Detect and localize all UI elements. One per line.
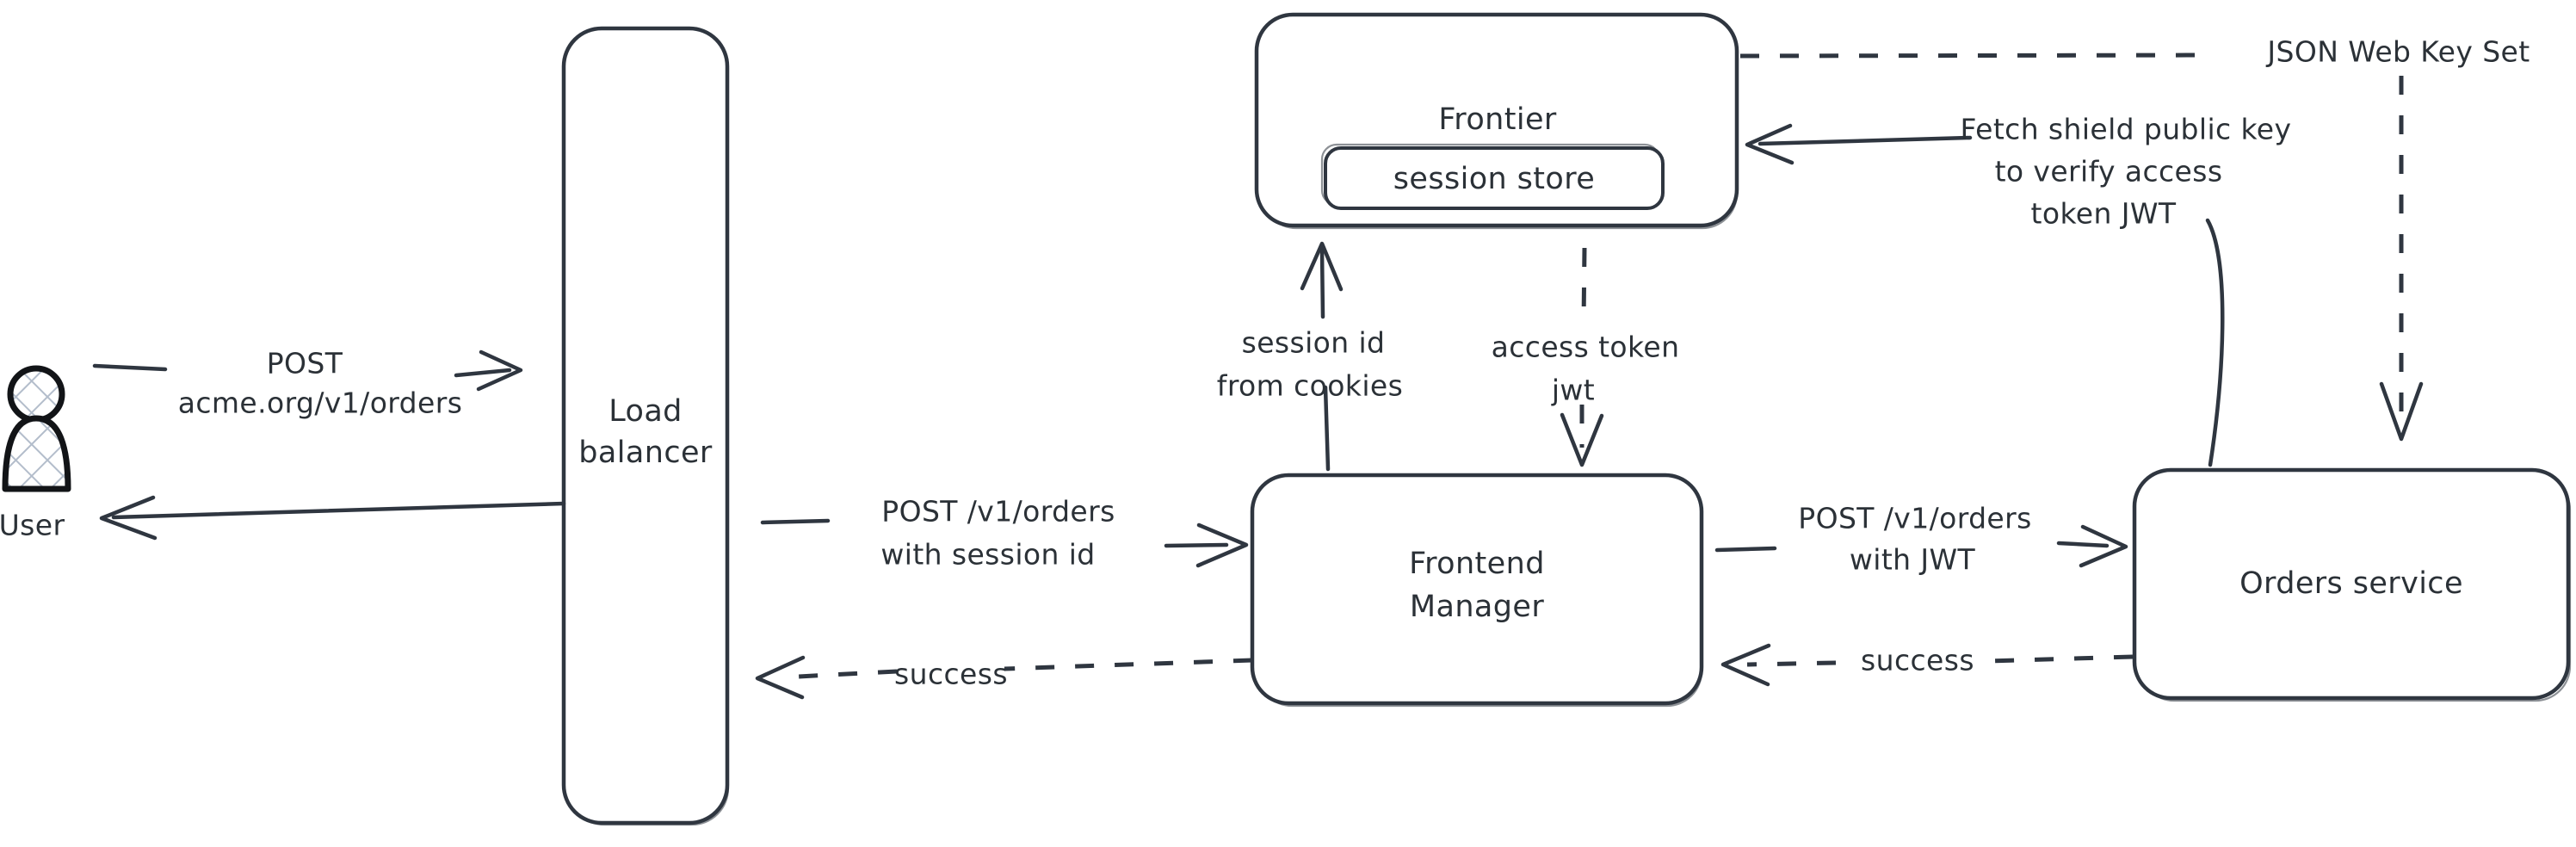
edge-jwks-line-horizontal (1739, 53, 2215, 59)
edge-orders-service-to-frontier: Fetch shield public key to verify access… (1745, 113, 2292, 467)
node-frontend-manager[interactable]: Frontend Manager (1250, 473, 1704, 708)
user-label: User (0, 509, 65, 542)
edge-fm-to-lb-arrowhead (755, 655, 806, 700)
edge-lb-to-fm-line (760, 518, 831, 525)
person-icon-head (7, 365, 65, 424)
frontend-manager-box (1250, 473, 1704, 706)
session-store-label: session store (1393, 162, 1595, 196)
node-orders-service[interactable]: Orders service (2132, 467, 2572, 702)
edge-lb-to-user-line (111, 501, 566, 520)
edge-orders-to-fm-arrowhead (1720, 643, 1771, 687)
edge-fm-to-lb-line-left (781, 669, 898, 680)
edge-frontier-to-frontend-manager: access token jwt (1492, 247, 1680, 467)
edge-fm-to-lb-line-right (1004, 658, 1253, 671)
edge-frontier-to-fm-label-line2: jwt (1551, 374, 1595, 407)
edge-fm-to-frontier-arrowhead (1300, 241, 1344, 292)
edge-frontier-to-fm-arrowhead (1560, 412, 1604, 467)
edge-load-balancer-to-user (99, 495, 566, 541)
edge-jwks-label: JSON Web Key Set (2265, 35, 2530, 69)
edge-frontier-to-fm-line-upper (1581, 247, 1587, 324)
edge-fm-to-frontier-line-lower (1323, 385, 1331, 472)
load-balancer-label-line1: Load (608, 394, 683, 429)
edge-orders-to-frontier-arrowhead (1745, 123, 1795, 165)
edge-jwks-arrowhead (2379, 381, 2424, 442)
edge-orders-to-frontier-riser (2205, 218, 2225, 467)
node-user[interactable]: User (0, 365, 71, 542)
edge-fm-to-orders-line-tail (2056, 541, 2110, 548)
edge-user-to-lb-label-line1: POST (267, 347, 343, 380)
load-balancer-label-line2: balancer (578, 436, 713, 470)
edge-orders-to-frontier-label-line3: token JWT (2031, 197, 2177, 231)
edge-user-to-lb-label-line2: acme.org/v1/orders (178, 386, 463, 420)
edge-user-to-lb-line (92, 363, 168, 372)
edge-frontend-manager-to-frontier: session id from cookies (1217, 241, 1403, 472)
person-icon-body (2, 415, 71, 492)
edge-orders-to-fm-line-left (1746, 660, 1837, 667)
edge-lb-to-fm-label-line2: with session id (880, 538, 1095, 572)
node-load-balancer[interactable]: Load balancer (561, 26, 730, 826)
orders-service-label: Orders service (2239, 566, 2463, 601)
edge-fm-to-orders-line (1714, 546, 1777, 553)
edge-user-to-lb-arrowhead (476, 349, 523, 392)
edge-user-to-load-balancer: POST acme.org/v1/orders (92, 347, 523, 420)
edge-fm-to-orders-label-line1: POST /v1/orders (1798, 502, 2031, 535)
edge-frontend-manager-to-load-balancer: success (755, 655, 1253, 700)
frontend-manager-label-line2: Manager (1410, 590, 1544, 624)
session-store-box (1324, 146, 1665, 210)
edge-orders-service-to-frontend-manager: success (1720, 643, 2134, 687)
edge-lb-to-user-arrowhead (99, 495, 158, 541)
edge-frontier-to-fm-label-line1: access token (1492, 331, 1680, 364)
edge-load-balancer-to-frontend-manager: POST /v1/orders with session id (760, 495, 1249, 572)
edge-frontier-to-orders-service-jwks: JSON Web Key Set (1739, 35, 2530, 442)
edge-orders-to-frontier-label-line1: Fetch shield public key (1961, 113, 2292, 146)
edge-lb-to-fm-line-tail (1164, 542, 1229, 548)
edge-user-to-lb-line-tail (454, 368, 512, 378)
edge-orders-to-fm-label: success (1861, 644, 1974, 677)
frontend-manager-label-line1: Frontend (1409, 547, 1545, 581)
edge-orders-to-frontier-label-line2: to verify access (1995, 155, 2223, 189)
edge-lb-to-fm-arrowhead (1195, 522, 1249, 568)
frontier-label: Frontier (1438, 102, 1557, 137)
edge-fm-to-orders-arrowhead (2079, 524, 2128, 568)
edge-fm-to-frontier-line-upper (1319, 247, 1325, 319)
load-balancer-box (561, 26, 730, 825)
edge-orders-to-frontier-line (1757, 135, 1973, 146)
orders-service-box (2132, 467, 2571, 701)
edge-fm-to-frontier-label-line2: from cookies (1217, 369, 1403, 403)
node-session-store[interactable]: session store (1320, 143, 1665, 210)
edge-fm-to-frontier-label-line1: session id (1242, 326, 1386, 360)
edge-fm-to-orders-label-line2: with JWT (1850, 543, 1976, 577)
edge-fm-to-lb-label: success (894, 658, 1008, 691)
edge-orders-to-fm-line-right (1987, 654, 2134, 664)
edge-lb-to-fm-label-line1: POST /v1/orders (881, 495, 1115, 529)
edge-frontend-manager-to-orders-service: POST /v1/orders with JWT (1714, 502, 2128, 577)
node-frontier[interactable]: Frontier session store (1254, 12, 1739, 230)
